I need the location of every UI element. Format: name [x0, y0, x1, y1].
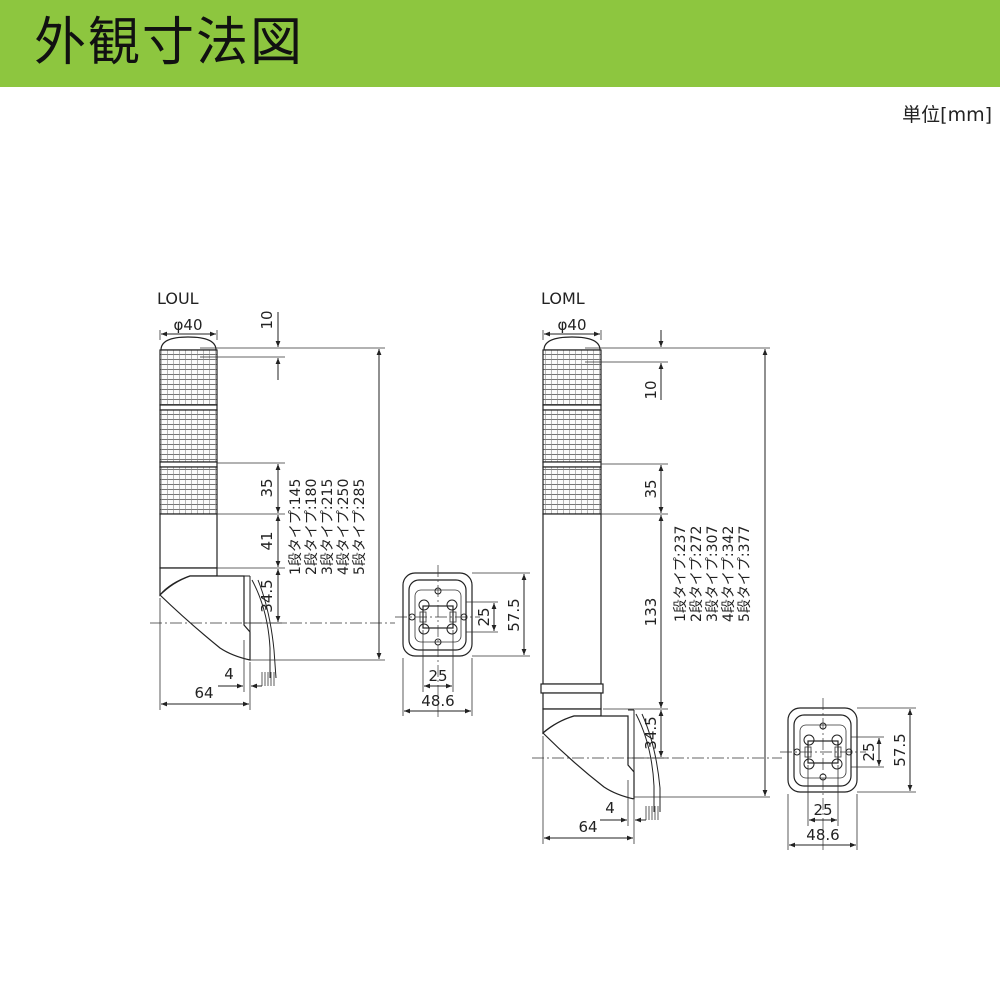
height-loul-2: 2段タイプ:180: [304, 479, 320, 575]
dim-tier-loul: 35: [258, 478, 276, 497]
height-loml-2: 2段タイプ:272: [689, 526, 705, 622]
model-loml: LOML: [532, 289, 916, 852]
height-loml-5: 5段タイプ:377: [737, 526, 753, 622]
dim-bottom-side-loul: 25: [475, 607, 493, 626]
dim-bottom-depth-loml: 57.5: [891, 733, 909, 766]
dim-tier-loml: 35: [642, 479, 660, 498]
dim-base-loml: 34.5: [642, 716, 660, 749]
bottom-view-loul: [402, 572, 473, 657]
model-loul: LOUL φ: [150, 289, 530, 720]
model-name-loul: LOUL: [157, 289, 199, 308]
dim-diameter-loml: φ40: [558, 316, 587, 334]
dim-top-loul: 10: [258, 310, 276, 329]
dim-bottom-side-loml: 25: [860, 742, 878, 761]
dim-offset-loul: 4: [224, 665, 234, 683]
model-name-loml: LOML: [541, 289, 585, 308]
page-title: 外観寸法図: [34, 13, 305, 73]
height-loml-3: 3段タイプ:307: [705, 526, 721, 622]
height-list-loul: 1段タイプ:145 2段タイプ:180 3段タイプ:215 4段タイプ:250 …: [288, 479, 368, 575]
height-loul-3: 3段タイプ:215: [320, 479, 336, 575]
tower-loul: [150, 336, 395, 686]
unit-label: 単位[mm]: [902, 104, 992, 126]
dim-bottom-width-loml: 48.6: [806, 826, 839, 844]
dim-base-loul: 34.5: [258, 579, 276, 612]
height-loml-1: 1段タイプ:237: [673, 526, 689, 622]
dim-diameter-loul: φ40: [174, 316, 203, 334]
dim-bottom-depth-loul: 57.5: [505, 598, 523, 631]
bottom-view-loml: [787, 707, 858, 793]
height-loul-1: 1段タイプ:145: [288, 479, 304, 575]
dim-bottom-width-loul: 48.6: [421, 692, 454, 710]
height-loul-5: 5段タイプ:285: [352, 479, 368, 575]
dim-top-loml: 10: [642, 380, 660, 399]
height-loul-4: 4段タイプ:250: [336, 479, 352, 575]
dim-width-loul: 64: [194, 684, 213, 702]
dim-width-loml: 64: [578, 818, 597, 836]
height-loml-4: 4段タイプ:342: [721, 526, 737, 622]
height-list-loml: 1段タイプ:237 2段タイプ:272 3段タイプ:307 4段タイプ:342 …: [673, 526, 753, 622]
tower-loml: [532, 336, 782, 820]
header-bar: 外観寸法図: [0, 0, 1000, 87]
dim-bottom-hole-loml: 25: [813, 801, 832, 819]
dim-bottom-hole-loul: 25: [428, 667, 447, 685]
dim-pole-loul: 41: [258, 531, 276, 550]
dim-pole-loml: 133: [642, 598, 660, 627]
dim-offset-loml: 4: [605, 799, 615, 817]
